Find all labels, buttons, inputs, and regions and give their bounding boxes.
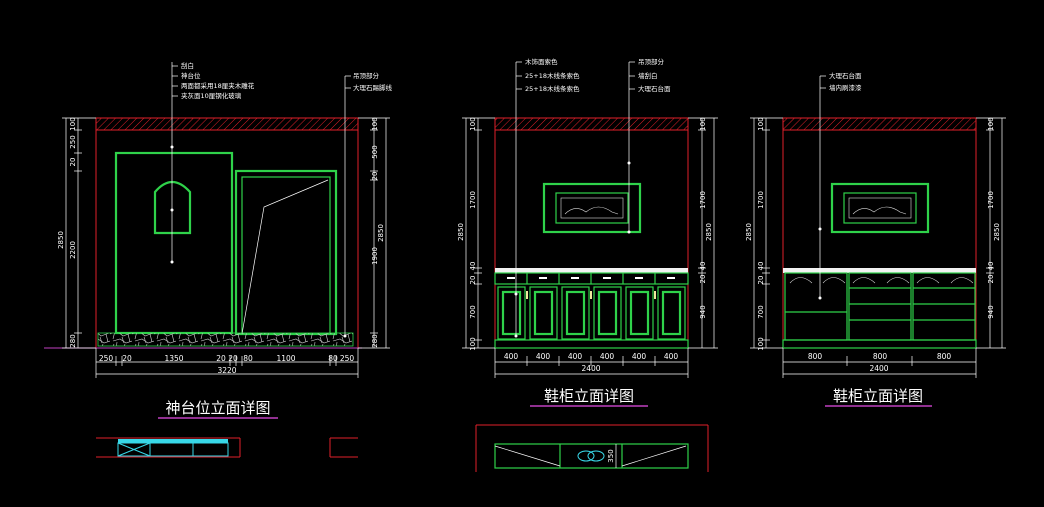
marble-countertop xyxy=(495,268,688,273)
shoe2-title: 鞋柜立面详图 xyxy=(833,387,923,405)
shoe2-dim-r5: 940 xyxy=(987,305,995,318)
door-frame xyxy=(234,169,338,336)
shrine-dim-b2: 20 xyxy=(122,354,132,363)
shoe1-dim-right-total: 2850 xyxy=(705,223,713,241)
shrine-dim-l4: 2200 xyxy=(69,241,77,259)
door-swing xyxy=(241,179,329,335)
stone-panel xyxy=(115,152,233,334)
shoe1-dim-b1: 400 xyxy=(504,352,519,361)
shrine-dim-b5: 20 xyxy=(228,354,238,363)
shoe1-note-2: 25+18木线条索色 xyxy=(525,71,580,80)
shoe1-dim-bottom-total: 2400 xyxy=(581,364,600,373)
shoe1-dim-r4: 20 xyxy=(699,275,707,284)
shrine-dim-r5: 280 xyxy=(371,334,379,347)
shrine-dim-b6: 80 xyxy=(243,354,253,363)
shoe1-note-1: 木饰面索色 xyxy=(525,57,558,66)
shoe1-dim-b4: 400 xyxy=(600,352,615,361)
shoe1-dim-r5: 940 xyxy=(699,305,707,318)
shrine-note-6: 大理石踢脚线 xyxy=(353,83,393,92)
picture-frame xyxy=(542,182,642,234)
shoe2-dim-b1: 800 xyxy=(808,352,823,361)
shoe1-dim-b6: 400 xyxy=(664,352,679,361)
shoe2-dim-right-total: 2850 xyxy=(993,223,1001,241)
shoe1-dim-b3: 400 xyxy=(568,352,583,361)
shrine-note-4: 夹灰面10厘钢化玻璃 xyxy=(181,91,242,100)
shoe2-dim-l3: 40 xyxy=(757,262,765,271)
shoe1-title: 鞋柜立面详图 xyxy=(544,387,634,405)
ceiling-hatch xyxy=(95,117,359,131)
picture-frame xyxy=(830,182,930,234)
baseboard xyxy=(97,332,354,347)
shrine-dim-b4: 20 xyxy=(216,354,226,363)
shrine-note-5: 吊顶部分 xyxy=(353,71,380,80)
shrine-dim-right-total: 2850 xyxy=(377,224,385,242)
cabinet-doors xyxy=(497,286,686,340)
shrine-dim-r4: 1900 xyxy=(371,247,379,265)
shoe2-note-1: 大理石台面 xyxy=(829,71,862,80)
shrine-note-1: 刮白 xyxy=(181,61,194,70)
shoe1-note-3: 25+18木线条索色 xyxy=(525,84,580,93)
shoe1-dim-l2: 1700 xyxy=(469,191,477,209)
shrine-niche xyxy=(153,180,192,235)
shoe2-dim-b2: 800 xyxy=(873,352,888,361)
shrine-dim-b7: 1100 xyxy=(276,354,295,363)
shrine-dim-r1: 100 xyxy=(371,117,379,130)
plinth xyxy=(494,339,689,349)
shoe2-dim-l5: 700 xyxy=(757,305,765,318)
shrine-dim-r3: 20 xyxy=(371,172,379,181)
shoe2-dim-l2: 1700 xyxy=(757,191,765,209)
shoe-cabinet-2-elevation: 大理石台面 墙内刷漆漆 2850 100 1700 40 20 700 100 … xyxy=(745,71,1006,407)
shoe2-dim-left-total: 2850 xyxy=(745,223,753,241)
shoe2-dim-l4: 20 xyxy=(757,276,765,285)
shoe2-dim-r2: 1700 xyxy=(987,191,995,209)
open-shelving xyxy=(784,272,976,341)
shrine-dim-b3: 1350 xyxy=(164,354,183,363)
shoe2-dim-b3: 800 xyxy=(937,352,952,361)
shrine-dim-l5: 280 xyxy=(69,334,77,347)
shoe2-dim-r3: 40 xyxy=(987,262,995,271)
shoe1-dim-r3: 40 xyxy=(699,262,707,271)
shrine-title: 神台位立面详图 xyxy=(165,399,270,417)
shrine-dim-l1: 100 xyxy=(69,117,77,130)
shoe1-dim-l3: 40 xyxy=(469,262,477,271)
shoe1-dim-b2: 400 xyxy=(536,352,551,361)
shoe1-dim-r1: 100 xyxy=(699,117,707,130)
shrine-dim-l3: 20 xyxy=(69,158,77,167)
shoe1-dim-r2: 1700 xyxy=(699,191,707,209)
shrine-dim-bottom-total: 3220 xyxy=(217,366,236,375)
shoe1-note-4: 吊顶部分 xyxy=(638,57,665,66)
shoe-cabinet-1-elevation: 木饰面索色 25+18木线条索色 25+18木线条索色 吊顶部分 墙刮白 大理石… xyxy=(457,57,718,472)
shoe2-dim-l6: 100 xyxy=(757,337,765,350)
shoe2-dim-r4: 20 xyxy=(987,275,995,284)
shoe1-dim-l6: 100 xyxy=(469,337,477,350)
shrine-plan xyxy=(96,437,358,458)
plinth xyxy=(782,339,977,349)
shoe1-note-6: 大理石台面 xyxy=(638,84,671,93)
shrine-elevation: 刮白 神台位 两面都采用18厘夹木雕花 夹灰面10厘钢化玻璃 吊顶部分 大理石踢… xyxy=(44,61,393,458)
shoe1-dim-l4: 20 xyxy=(469,276,477,285)
marble-countertop xyxy=(783,268,976,273)
shrine-note-3: 两面都采用18厘夹木雕花 xyxy=(181,81,255,90)
shrine-note-2: 神台位 xyxy=(181,71,201,80)
shoe1-dim-l5: 700 xyxy=(469,305,477,318)
ceiling-hatch xyxy=(494,117,689,131)
shrine-dim-b8: 80 xyxy=(328,354,338,363)
shoe1-note-5: 墙刮白 xyxy=(638,71,658,80)
shrine-dim-r2: 500 xyxy=(371,145,379,158)
shrine-dim-b9: 250 xyxy=(340,354,355,363)
shrine-dim-b1: 250 xyxy=(99,354,114,363)
shrine-dim-l2: 250 xyxy=(69,135,77,148)
shoe-cabinet-1-plan: 350 xyxy=(475,424,709,472)
shoe2-dim-l1: 100 xyxy=(757,117,765,130)
shoe1-dim-b5: 400 xyxy=(632,352,647,361)
shoe2-dim-bottom-total: 2400 xyxy=(869,364,888,373)
shoe1-dim-left-total: 2850 xyxy=(457,223,465,241)
shoe1-dim-l1: 100 xyxy=(469,117,477,130)
shoe1-plan-dim: 350 xyxy=(607,449,615,462)
shrine-dim-left-total: 2850 xyxy=(57,231,65,249)
shoe2-dim-r1: 100 xyxy=(987,117,995,130)
shoe2-note-2: 墙内刷漆漆 xyxy=(829,83,862,92)
ceiling-hatch xyxy=(782,117,977,131)
